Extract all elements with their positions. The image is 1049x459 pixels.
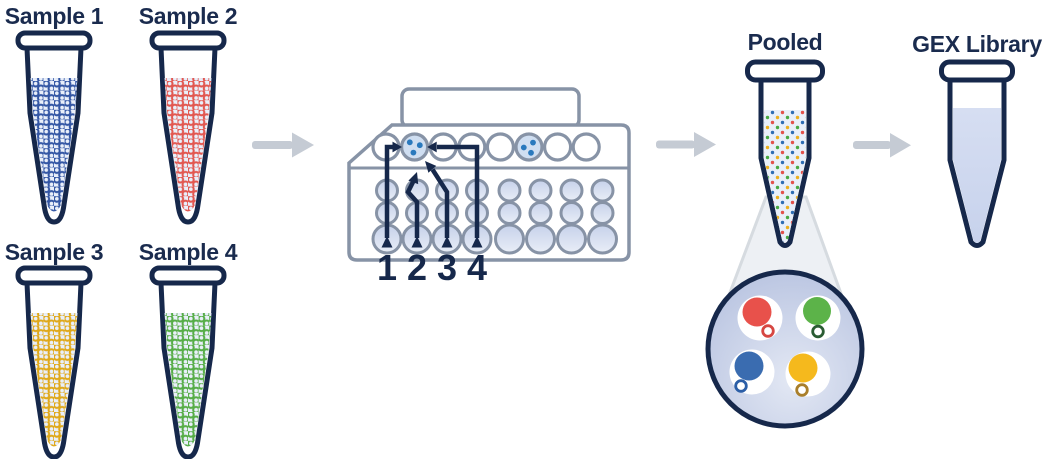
lane-start-marker-1 <box>381 236 393 248</box>
pooled-cells <box>764 110 806 242</box>
green-barcode-ring <box>811 324 825 339</box>
chip-well <box>528 178 553 203</box>
chip-well <box>497 178 522 203</box>
flow-arrow-1 <box>252 132 314 158</box>
gex-liquid <box>953 108 1001 243</box>
gex-library-tube <box>939 59 1015 248</box>
red-barcode-ring <box>761 324 775 338</box>
sample-2-cap <box>149 30 227 51</box>
blue-cell <box>734 351 764 381</box>
green-cell-gem <box>795 295 841 341</box>
blue-barcode-ring <box>734 379 748 393</box>
chip-well <box>494 223 525 255</box>
pooled-cap <box>745 59 825 83</box>
chip-well <box>559 178 584 203</box>
blue-cell-gem <box>729 349 775 395</box>
chip-well <box>497 201 522 225</box>
sample-4-cap <box>149 265 227 286</box>
lane-number-3: 3 <box>436 247 458 288</box>
sample-4-label: Sample 4 <box>138 239 238 265</box>
routing-arrow-lane2 <box>405 179 420 238</box>
yellow-cell-gem <box>785 351 831 397</box>
routing-arrow-lane3 <box>430 168 450 238</box>
sample-1-label: Sample 1 <box>4 3 104 29</box>
chip-well <box>559 201 584 225</box>
chip-well <box>587 223 618 255</box>
lane-start-marker-4 <box>471 236 483 248</box>
sample-1-tube <box>15 30 93 222</box>
routing-arrow-lane1 <box>384 144 393 238</box>
chip-well <box>590 201 615 225</box>
routing-arrow-lane4 <box>437 144 480 238</box>
lane-start-marker-3 <box>441 236 453 248</box>
sample-2-label: Sample 2 <box>138 3 238 29</box>
chip-well <box>590 178 615 203</box>
green-cell <box>803 297 831 325</box>
top-well-6-loaded <box>514 132 544 162</box>
pooled-tube <box>745 59 825 248</box>
red-cell <box>742 297 772 327</box>
red-cell-gem <box>737 295 783 341</box>
loaded-well-dots <box>406 139 536 156</box>
sample-3-tube <box>15 265 93 457</box>
chip <box>347 87 631 262</box>
sample-3-cap <box>15 265 93 286</box>
pooling-arrows <box>384 144 480 238</box>
lane-number-2: 2 <box>406 247 428 288</box>
flow-arrow-2 <box>656 132 716 157</box>
gex-library-label: GEX Library <box>912 31 1042 57</box>
chip-well <box>525 223 556 255</box>
lane-number-4: 4 <box>466 247 488 288</box>
top-well-7 <box>542 132 573 162</box>
pooled-label: Pooled <box>747 29 823 55</box>
magnifier-circle <box>705 269 865 429</box>
chip-sample-wells <box>371 178 618 255</box>
chip-well <box>556 223 587 255</box>
pooling-arrowheads <box>381 141 483 248</box>
flow-arrow-3 <box>853 133 911 158</box>
top-well-5 <box>485 132 515 162</box>
sample-3-label: Sample 3 <box>4 239 104 265</box>
yellow-barcode-ring <box>795 383 809 397</box>
gex-cap <box>939 59 1015 83</box>
yellow-cell <box>788 353 818 383</box>
chip-well <box>528 201 553 225</box>
top-well-8 <box>571 132 601 162</box>
sample-4-tube <box>149 265 227 457</box>
sample-2-tube <box>149 30 227 222</box>
sample-1-cap <box>15 30 93 51</box>
lane-start-marker-2 <box>411 236 423 248</box>
lane-number-1: 1 <box>376 247 398 288</box>
chip-tab <box>400 87 581 129</box>
top-well-2-loaded <box>400 132 430 162</box>
